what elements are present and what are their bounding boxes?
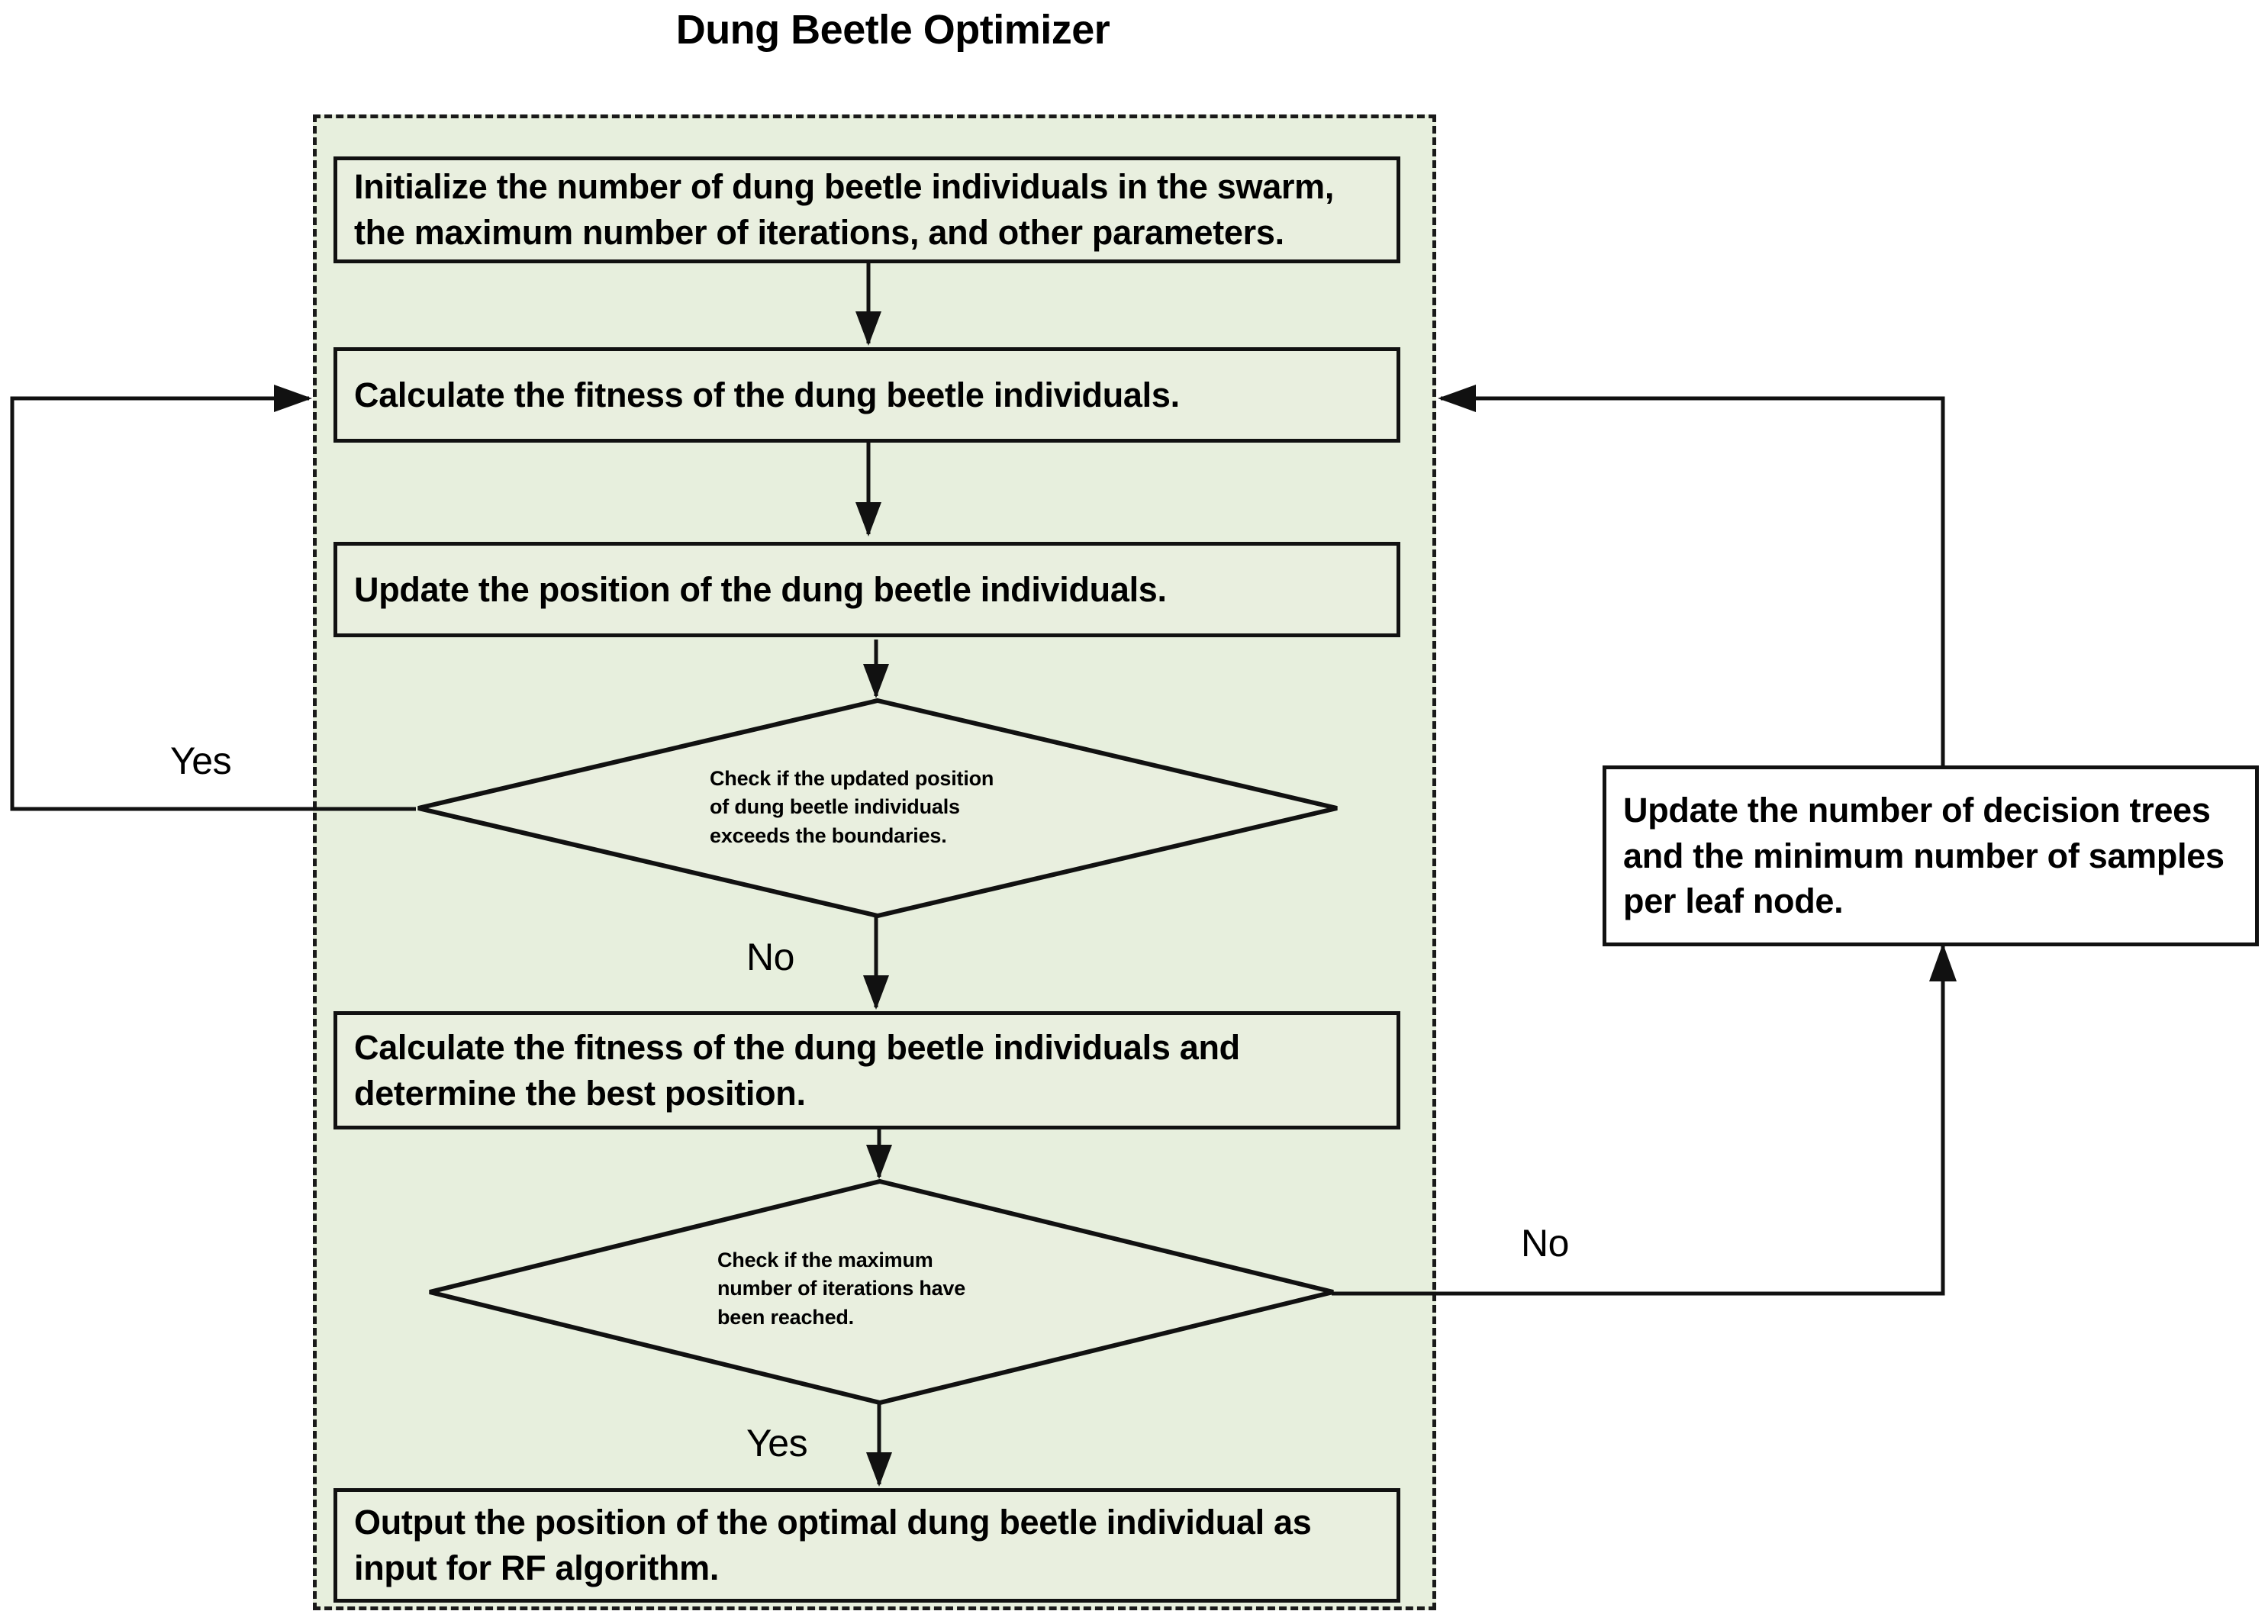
edge-label-iterations-yes: Yes (746, 1422, 808, 1464)
node-check-boundaries[interactable]: Check if the updated position of dung be… (416, 698, 1339, 919)
diamond-shape (417, 698, 1338, 919)
node-calculate-fitness-label: Calculate the fitness of the dung beetle… (354, 375, 1180, 414)
node-output-position-label: Output the position of the optimal dung … (354, 1503, 1312, 1587)
node-calculate-fitness-best-label: Calculate the fitness of the dung beetle… (354, 1027, 1240, 1113)
node-update-position[interactable]: Update the position of the dung beetle i… (333, 542, 1400, 637)
page-title: Dung Beetle Optimizer (675, 7, 1110, 53)
node-initialize[interactable]: Initialize the number of dung beetle ind… (333, 156, 1400, 263)
edge-label-boundaries-yes: Yes (170, 740, 232, 782)
node-check-iterations-label: Check if the maximum number of iteration… (717, 1249, 966, 1329)
edge-label-boundaries-no: No (746, 936, 794, 978)
node-calculate-fitness-best[interactable]: Calculate the fitness of the dung beetle… (333, 1011, 1400, 1129)
edge-update-trees-to-fitness (1437, 385, 1945, 765)
node-update-decision-trees-label: Update the number of decision trees and … (1623, 790, 2225, 921)
diamond-shape (429, 1178, 1334, 1406)
node-calculate-fitness[interactable]: Calculate the fitness of the dung beetle… (333, 347, 1400, 443)
node-check-boundaries-label: Check if the updated position of dung be… (710, 767, 994, 847)
node-check-iterations[interactable]: Check if the maximum number of iteration… (427, 1178, 1335, 1406)
node-update-decision-trees[interactable]: Update the number of decision trees and … (1603, 765, 2259, 946)
node-initialize-label: Initialize the number of dung beetle ind… (354, 167, 1335, 252)
node-output-position[interactable]: Output the position of the optimal dung … (333, 1488, 1400, 1603)
edge-label-iterations-no: No (1521, 1222, 1569, 1265)
node-update-position-label: Update the position of the dung beetle i… (354, 569, 1167, 609)
